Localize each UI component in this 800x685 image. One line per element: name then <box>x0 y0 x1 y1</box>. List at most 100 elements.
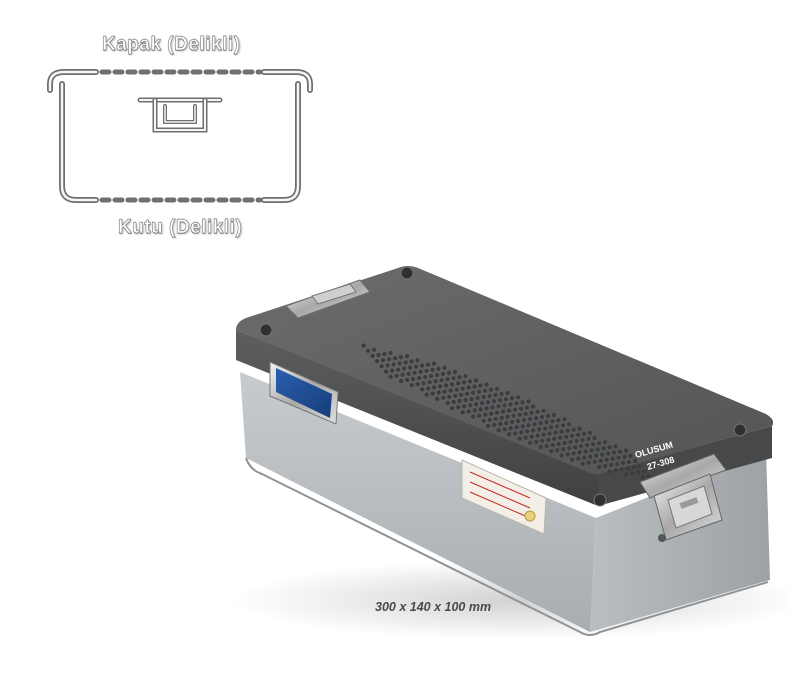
perforation-hole <box>526 399 531 404</box>
perforation-hole <box>507 408 512 413</box>
perforation-hole <box>565 452 570 457</box>
perforation-hole <box>457 398 462 404</box>
perforation-hole <box>456 381 461 386</box>
perforation-hole <box>435 396 440 401</box>
perforation-hole <box>561 423 566 428</box>
perforation-hole <box>498 421 503 427</box>
perforation-hole <box>454 387 459 392</box>
perforation-hole <box>604 457 609 462</box>
perforation-hole <box>387 357 392 362</box>
perforation-hole <box>573 445 578 450</box>
perforation-hole <box>442 365 447 370</box>
perforation-hole <box>529 410 534 415</box>
perforation-hole <box>402 366 407 371</box>
perforation-hole <box>423 374 428 380</box>
perforation-hole <box>446 370 452 376</box>
perforation-hole <box>372 347 377 352</box>
perforation-hole <box>522 417 527 423</box>
perforation-hole <box>390 368 395 373</box>
perforation-hole <box>570 433 575 438</box>
perforation-hole <box>461 380 467 385</box>
perforation-hole <box>633 458 638 464</box>
perforation-hole <box>515 395 521 400</box>
perforation-hole <box>400 372 405 377</box>
perforation-hole <box>418 369 423 374</box>
perforation-hole <box>425 362 431 367</box>
perforation-hole <box>430 367 435 372</box>
perforation-hole <box>472 384 477 389</box>
perforation-hole <box>397 361 402 366</box>
perforation-hole <box>427 380 432 385</box>
perforation-hole <box>540 438 545 443</box>
perforation-hole <box>525 429 530 434</box>
container-schematic-diagram <box>47 69 313 203</box>
perforation-hole <box>495 410 500 415</box>
perforation-hole <box>571 451 576 456</box>
lid-top <box>236 266 774 474</box>
perforation-hole <box>486 400 491 405</box>
perforation-hole <box>408 365 413 370</box>
perforation-hole <box>516 418 521 424</box>
perforation-hole <box>393 356 398 361</box>
perforation-hole <box>492 422 497 428</box>
perforation-hole <box>477 413 482 418</box>
perforation-hole <box>388 374 393 379</box>
perforation-hole <box>451 399 456 405</box>
perforation-hole <box>510 419 515 425</box>
perforation-hole <box>493 416 498 421</box>
box-body-bottom-edge <box>245 457 769 636</box>
perforation-hole <box>630 471 635 476</box>
perforation-hole <box>607 445 612 450</box>
perforation-hole <box>621 460 626 466</box>
perforation-hole <box>592 459 597 464</box>
perforation-hole <box>526 423 531 428</box>
perforation-hole <box>538 444 543 450</box>
perforation-hole <box>471 390 476 395</box>
perforation-hole <box>545 413 551 419</box>
perforation-hole <box>508 426 513 431</box>
perforation-hole <box>603 463 608 469</box>
perforation-hole <box>570 457 575 462</box>
perforation-hole <box>513 431 518 436</box>
perforation-hole <box>484 406 489 411</box>
perforation-hole <box>499 415 504 420</box>
perforation-hole <box>595 447 600 452</box>
sterilization-container-image: OLUSUM 27-308 <box>230 266 790 640</box>
perforation-hole <box>453 393 458 398</box>
box-perforated-label: Kutu (Delikli) <box>118 217 243 239</box>
perforation-hole <box>523 435 528 440</box>
perforation-hole <box>379 364 384 369</box>
perforation-hole <box>622 454 627 459</box>
perforation-hole <box>550 442 555 448</box>
lid-screws <box>259 266 747 507</box>
perforation-hole <box>473 378 479 383</box>
perforation-hole <box>486 423 491 429</box>
perforation-hole <box>618 449 623 454</box>
perforation-hole <box>609 462 614 468</box>
perforation-hole <box>381 358 386 363</box>
perforation-hole <box>576 456 581 461</box>
perforation-hole <box>415 358 420 363</box>
box-body-side <box>590 450 770 632</box>
perforation-hole <box>498 398 503 403</box>
perforation-hole <box>577 426 582 431</box>
perforation-hole <box>435 372 440 378</box>
perforation-hole <box>624 448 629 453</box>
perforation-hole <box>450 406 455 411</box>
perforation-hole <box>488 387 494 392</box>
perforation-hole <box>624 472 629 477</box>
box-outline-icon <box>59 81 301 203</box>
perforation-hole <box>424 392 429 397</box>
perforation-hole <box>576 432 581 437</box>
perforation-hole <box>396 367 401 372</box>
perforation-hole <box>619 467 624 472</box>
perforation-hole <box>580 461 585 466</box>
perforation-hole <box>613 468 618 473</box>
perforation-hole <box>388 350 393 356</box>
perforation-hole <box>628 453 633 458</box>
perforation-hole <box>591 442 596 447</box>
perforation-hole <box>399 378 404 384</box>
perforation-hole <box>462 404 467 409</box>
perforation-hole <box>587 430 593 435</box>
perforation-hole <box>523 411 528 416</box>
